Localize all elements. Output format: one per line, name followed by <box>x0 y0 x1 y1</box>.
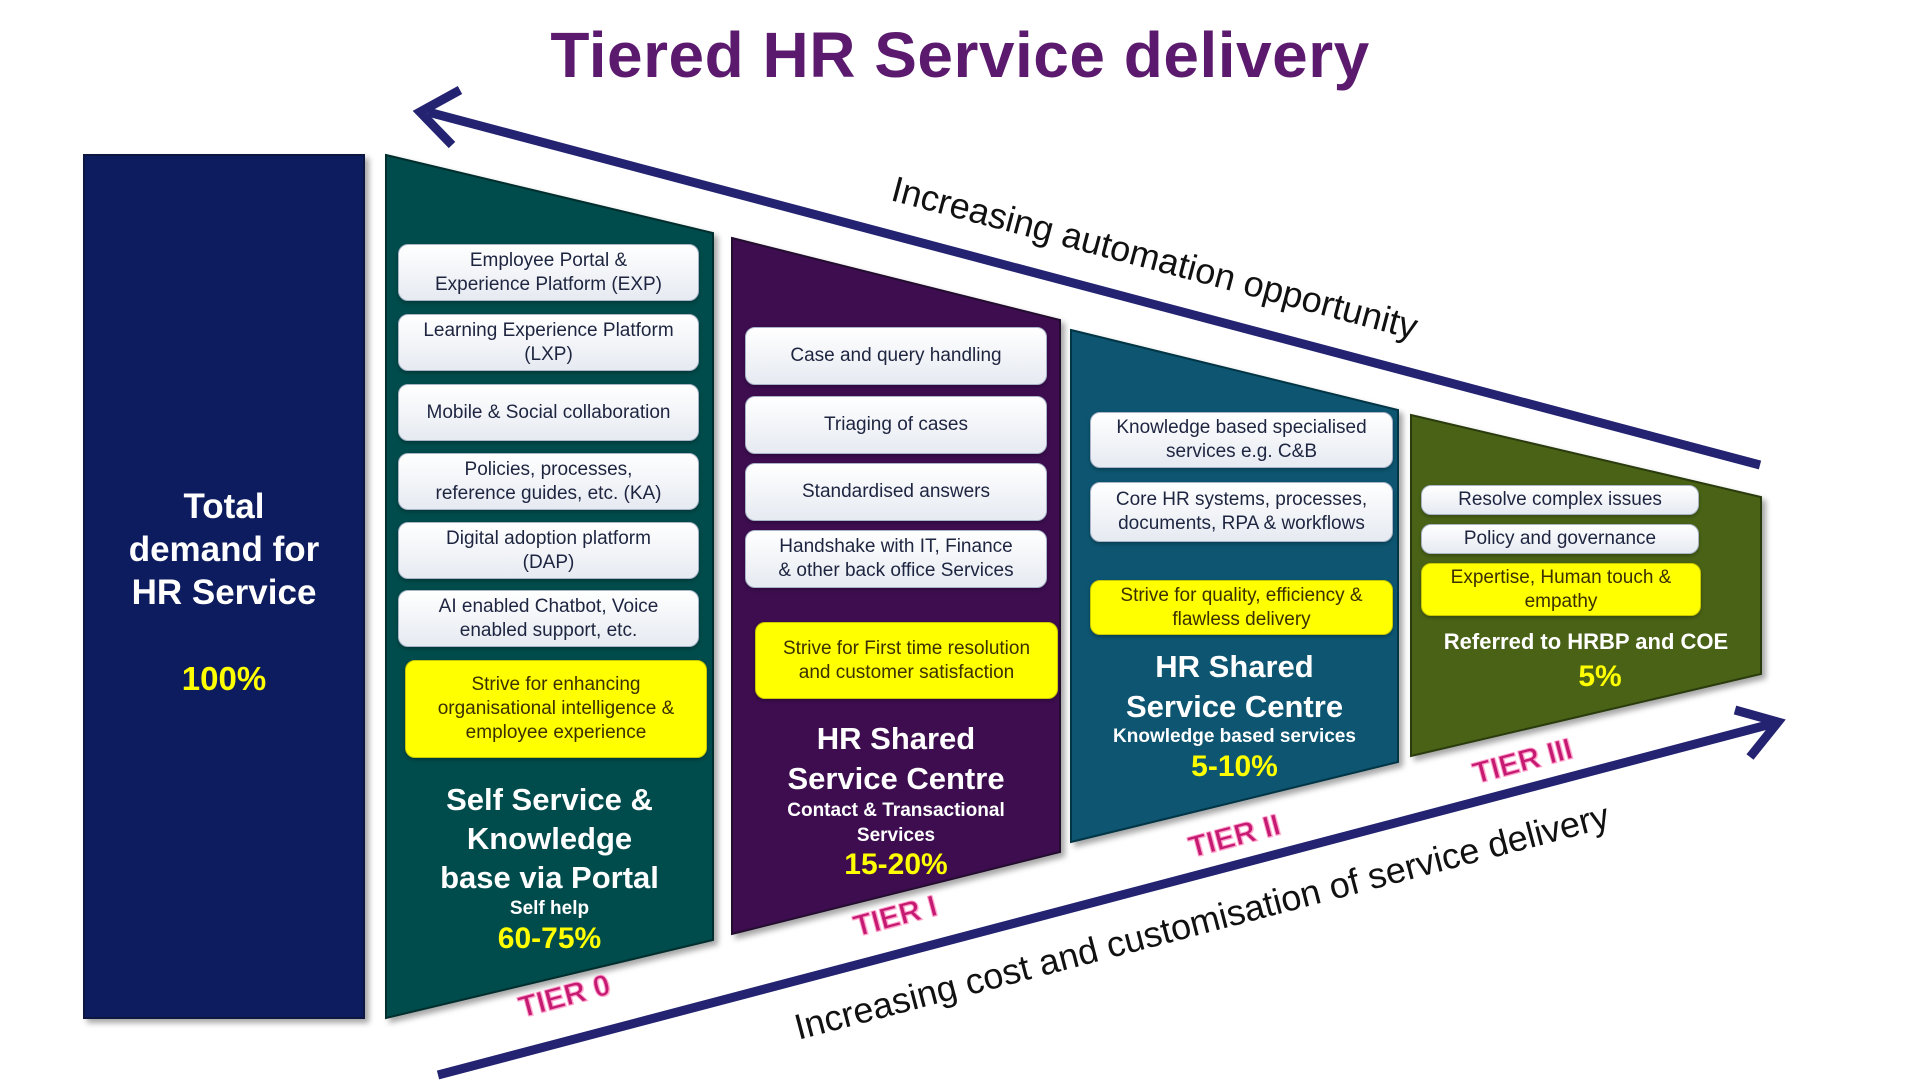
tier2-subtitle: Knowledge based services <box>1113 726 1356 747</box>
tier0-item-exp: Employee Portal &Experience Platform (EX… <box>398 244 699 301</box>
tier0-item-dap: Digital adoption platform(DAP) <box>398 522 699 579</box>
tier2-strive-box: Strive for quality, efficiency &flawless… <box>1090 580 1393 635</box>
tier0-item-lxp: Learning Experience Platform(LXP) <box>398 314 699 371</box>
tier3-strive-box: Expertise, Human touch &empathy <box>1421 563 1701 616</box>
tier0-item-policies: Policies, processes,reference guides, et… <box>398 453 699 510</box>
tier2-item-core-hr: Core HR systems, processes,documents, RP… <box>1090 482 1393 542</box>
automation-arrow-head <box>412 86 463 149</box>
total-line-3: HR Service <box>131 573 317 612</box>
total-demand-percent: 100% <box>181 660 267 697</box>
total-line-1: Total <box>183 487 265 526</box>
page-title: Tiered HR Service delivery <box>550 19 1370 91</box>
total-demand-title: Total demand for HR Service <box>84 485 364 614</box>
cost-arrow-head <box>1733 705 1786 760</box>
total-line-2: demand for <box>128 530 320 569</box>
automation-arrow-shaft <box>426 107 1762 470</box>
tier1-item-handshake: Handshake with IT, Finance& other back o… <box>745 530 1047 588</box>
tier1-item-case-handling: Case and query handling <box>745 327 1047 385</box>
tier1-item-triaging: Triaging of cases <box>745 396 1047 454</box>
tier1-percent: 15-20% <box>844 848 948 881</box>
tier0-percent: 60-75% <box>497 922 602 955</box>
cost-arrow-shaft <box>436 718 1777 1080</box>
tier0-subtitle: Self help <box>509 898 590 919</box>
tier1-item-standardised: Standardised answers <box>745 463 1047 521</box>
tier0-item-mobile: Mobile & Social collaboration <box>398 384 699 441</box>
tier2-percent: 5-10% <box>1191 750 1278 783</box>
tier3-percent: 5% <box>1578 660 1622 693</box>
total-demand-panel <box>83 154 365 1019</box>
tier3-item-policy: Policy and governance <box>1421 524 1699 554</box>
tier3-name: Referred to HRBP and COE <box>1443 629 1729 654</box>
tier3-item-complex-issues: Resolve complex issues <box>1421 485 1699 515</box>
